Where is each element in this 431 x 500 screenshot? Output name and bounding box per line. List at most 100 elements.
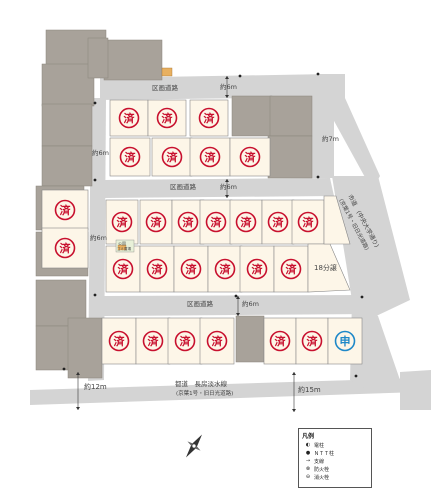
stamp-ring xyxy=(142,330,164,352)
stamp-glyph: 済 xyxy=(180,334,192,348)
existing-building xyxy=(267,135,313,179)
lot-parcel xyxy=(239,245,275,293)
lot-parcel xyxy=(295,317,329,365)
existing-building xyxy=(231,95,273,137)
stamp-glyph: 済 xyxy=(307,334,319,348)
stamp-glyph: 済 xyxy=(205,150,217,164)
legend-title: 凡例 xyxy=(302,433,315,440)
existing-building xyxy=(87,37,109,79)
legend-label: ＮＴＴ柱 xyxy=(314,450,335,457)
stamp-glyph: 済 xyxy=(118,262,130,276)
road-segment xyxy=(30,378,420,405)
road-label-bottom: 区画道路 xyxy=(187,299,214,308)
stamp-ring xyxy=(118,107,140,129)
lot-parcel xyxy=(105,199,139,245)
stamp-ring xyxy=(161,146,183,168)
stamp-ring xyxy=(54,199,76,221)
existing-building xyxy=(103,39,163,81)
stamp-ring xyxy=(246,258,268,280)
stamp-glyph: 済 xyxy=(275,334,287,348)
sold-stamp: 済 xyxy=(111,211,133,233)
existing-building xyxy=(41,63,95,107)
park-label: 公園 xyxy=(118,240,126,246)
stamp-glyph: 済 xyxy=(162,111,174,125)
stamp-ring xyxy=(108,330,130,352)
sold-stamp: 済 xyxy=(199,146,221,168)
sold-stamp: 済 xyxy=(177,211,199,233)
sold-stamp: 済 xyxy=(198,107,220,129)
utility-pole xyxy=(354,374,358,378)
sold-stamp: 済 xyxy=(119,146,141,168)
existing-building xyxy=(269,95,313,137)
stamp-glyph: 済 xyxy=(186,262,198,276)
legend-label: 消火栓 xyxy=(314,474,330,481)
sold-stamp: 済 xyxy=(146,258,168,280)
roads-layer xyxy=(30,74,431,410)
lot-parcel xyxy=(291,199,325,245)
legend-item: ●ＮＴＴ柱 xyxy=(302,449,368,457)
lot-parcel xyxy=(139,245,175,293)
sold-stamp: 済 xyxy=(174,330,196,352)
stamp-glyph: 済 xyxy=(245,150,257,164)
sold-stamp: 済 xyxy=(54,237,76,259)
dimension-arrow xyxy=(76,407,80,410)
utility-pole xyxy=(238,74,242,78)
stamp-glyph: 済 xyxy=(212,334,224,348)
sold-stamp: 済 xyxy=(161,146,183,168)
road-segment xyxy=(350,300,400,392)
existing-building xyxy=(235,315,265,363)
stamp-glyph: 済 xyxy=(273,215,285,229)
lot-parcel xyxy=(189,137,231,177)
sold-stamp: 済 xyxy=(180,258,202,280)
stamp-glyph: 済 xyxy=(241,215,253,229)
dimension-arrow xyxy=(225,76,229,79)
utility-pole xyxy=(234,294,238,298)
utility-pole xyxy=(93,293,97,297)
road-segment xyxy=(400,370,431,410)
sold-stamp: 済 xyxy=(297,211,319,233)
stamp-ring xyxy=(174,330,196,352)
waste-collection-point xyxy=(161,67,173,77)
main-road-name: 都道 長房淡水線 xyxy=(175,379,228,388)
existing-building xyxy=(41,103,93,147)
main-road-subname: (京葉1号・旧日光道路) xyxy=(176,389,233,397)
waste-label: ゴミ置場 xyxy=(117,246,131,251)
road-segment xyxy=(332,176,410,318)
sold-stamp: 済 xyxy=(112,258,134,280)
sold-stamp: 済 xyxy=(301,330,323,352)
stamp-ring xyxy=(119,146,141,168)
road-segment xyxy=(104,178,334,198)
dimension-arrow xyxy=(76,372,80,375)
stamp-glyph: 済 xyxy=(60,203,72,217)
stamp-glyph: 済 xyxy=(124,111,136,125)
dimension-arrow xyxy=(292,409,296,412)
lot-parcel xyxy=(189,99,229,137)
lot-parcel xyxy=(261,199,295,245)
stamp-ring xyxy=(334,330,356,352)
road-segment xyxy=(100,74,330,100)
existing-building xyxy=(41,145,93,187)
sold-stamp: 済 xyxy=(156,107,178,129)
lot-parcel xyxy=(41,227,89,269)
width-label-bottom-left: 約12m xyxy=(84,382,107,391)
stamp-glyph: 済 xyxy=(60,241,72,255)
stamp-ring xyxy=(301,330,323,352)
stamps-layer: 済済済済済済済済済済済済済済済済済済済済済済済済済済済済申 xyxy=(54,107,356,352)
dimension-arrow xyxy=(225,195,229,198)
width-label-mid: 約6m xyxy=(220,182,237,191)
dimension-arrow xyxy=(236,296,240,299)
lot-18-label: 18分譲 xyxy=(314,263,337,272)
lot-parcel xyxy=(171,199,205,245)
stamp-glyph: 申 xyxy=(340,334,351,348)
width-label-left-upper: 約6m xyxy=(92,148,109,157)
legend-item: →支線 xyxy=(302,457,368,465)
sold-stamp: 済 xyxy=(108,330,130,352)
legend-list: ◐電柱●ＮＴＴ柱→支線⊗防火栓⊖消火栓 xyxy=(302,441,368,481)
stamp-ring xyxy=(280,258,302,280)
road-label-top: 区画道路 xyxy=(152,83,179,92)
stamp-glyph: 済 xyxy=(152,262,164,276)
legend-label: 支線 xyxy=(314,458,325,465)
sold-stamp: 済 xyxy=(145,211,167,233)
stamp-ring xyxy=(177,211,199,233)
